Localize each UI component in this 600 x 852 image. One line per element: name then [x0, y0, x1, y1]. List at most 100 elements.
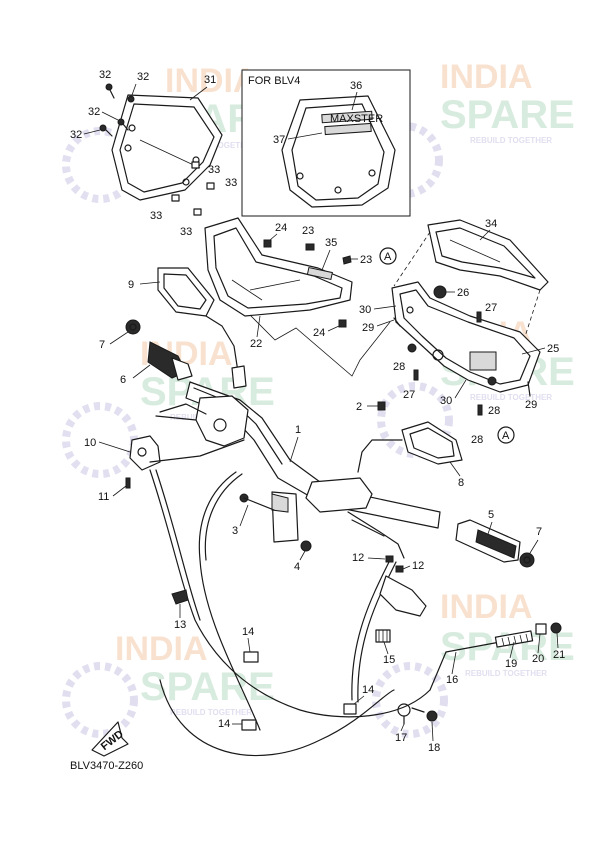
part-number-12: 12 — [412, 560, 424, 572]
part-number-14: 14 — [362, 684, 374, 696]
part-number-8: 8 — [458, 477, 464, 489]
watermark-top-right: INDIA SPARE REBUILD TOGETHER — [367, 58, 575, 198]
windscreen-31 — [111, 94, 223, 201]
grip-6 — [147, 341, 193, 381]
grip-5 — [455, 519, 521, 563]
cables — [149, 469, 447, 757]
watermark-line1: INDIA — [440, 58, 533, 96]
part-number-29: 29 — [525, 399, 537, 411]
grip-end-7-left — [125, 319, 141, 335]
part-number-23: 23 — [302, 225, 314, 237]
clip-17 — [397, 703, 411, 725]
part-number-9: 9 — [128, 279, 134, 291]
spring-15 — [375, 629, 391, 643]
mirror-8 — [357, 421, 463, 473]
part-number-28: 28 — [488, 405, 500, 417]
grip-end-7-right — [519, 552, 535, 568]
part-number-7: 7 — [99, 339, 105, 351]
part-number-11: 11 — [98, 491, 109, 503]
part-number-32: 32 — [99, 69, 111, 81]
callout-a-label: A — [384, 251, 392, 263]
part-number-15: 15 — [383, 654, 395, 666]
watermark-tagline: REBUILD TOGETHER — [170, 708, 252, 717]
clips-14 — [241, 651, 357, 731]
bracket-12 — [379, 555, 427, 617]
watermark-line1: INDIA — [440, 588, 533, 626]
watermark-line2: SPARE — [440, 625, 575, 669]
part-number-27: 27 — [403, 389, 415, 401]
part-number-30: 30 — [440, 395, 452, 407]
part-number-2: 2 — [356, 401, 362, 413]
watermark-line2: SPARE — [140, 665, 275, 709]
part-number-31: 31 — [204, 74, 216, 86]
part-number-19: 19 — [505, 658, 517, 670]
callout-a-right: A — [497, 426, 515, 444]
part-number-7: 7 — [536, 526, 542, 538]
part-number-28: 28 — [393, 361, 405, 373]
part-number-17: 17 — [395, 732, 407, 744]
front-cover-22 — [204, 217, 353, 317]
part-number-1: 1 — [295, 424, 301, 436]
part-number-35: 35 — [325, 237, 337, 249]
part-number-10: 10 — [84, 437, 96, 449]
watermark-line2: SPARE — [440, 93, 575, 137]
bolt-18 — [411, 707, 438, 722]
watermark-bottom-left: INDIA SPARE REBUILD TOGETHER — [62, 630, 275, 738]
watermark-tagline: REBUILD TOGETHER — [470, 393, 552, 402]
watermark-line1: INDIA — [115, 630, 208, 668]
part-number-34: 34 — [485, 218, 497, 230]
diagram-code: BLV3470-Z260 — [70, 760, 143, 772]
watermark-bottom-right: INDIA SPARE REBUILD TOGETHER — [372, 588, 575, 738]
inset-windscreen: MAXSTER — [281, 95, 396, 208]
grommets-28 — [407, 343, 497, 416]
inset-title: FOR BLV4 — [248, 75, 300, 87]
part-number-32: 32 — [137, 71, 149, 83]
part-number-32: 32 — [88, 106, 100, 118]
screws-32 — [99, 83, 135, 137]
watermark-tagline: REBUILD TOGETHER — [465, 669, 547, 678]
watermark-tagline: REBUILD TOGETHER — [470, 136, 552, 145]
clamp-13 — [171, 589, 189, 605]
part-number-33: 33 — [208, 164, 220, 176]
part-number-12: 12 — [352, 552, 364, 564]
part-number-26: 26 — [457, 287, 469, 299]
part-number-24: 24 — [313, 327, 325, 339]
screw-2 — [377, 401, 386, 411]
part-number-25: 25 — [547, 343, 559, 355]
clips-23-24 — [263, 239, 352, 328]
part-number-36: 36 — [350, 80, 362, 92]
rear-cover-34 — [427, 219, 549, 291]
part-number-33: 33 — [225, 177, 237, 189]
nut-4 — [300, 540, 312, 552]
screws-27 — [413, 311, 482, 381]
nuts-33 — [171, 161, 215, 216]
cable-assembly-16-19 — [445, 622, 562, 653]
part-number-3: 3 — [232, 525, 238, 537]
grommet-26 — [433, 285, 447, 299]
lever-bracket-10 — [125, 435, 245, 489]
fwd-arrow-icon: FWD — [91, 721, 129, 757]
part-number-14: 14 — [242, 626, 254, 638]
part-number-20: 20 — [532, 653, 544, 665]
part-number-18: 18 — [428, 742, 440, 754]
part-number-33: 33 — [180, 226, 192, 238]
part-number-23: 23 — [360, 254, 372, 266]
part-number-4: 4 — [294, 561, 300, 573]
part-number-5: 5 — [488, 509, 494, 521]
part-number-21: 21 — [553, 649, 565, 661]
part-number-33: 33 — [150, 210, 162, 222]
part-number-28: 28 — [471, 434, 483, 446]
part-number-6: 6 — [120, 374, 126, 386]
part-number-24: 24 — [275, 222, 287, 234]
handlebar-1 — [155, 381, 441, 559]
part-number-14: 14 — [218, 718, 230, 730]
part-number-29: 29 — [362, 322, 374, 334]
part-number-22: 22 — [250, 338, 262, 350]
part-number-37: 37 — [273, 134, 285, 146]
inset-blv4: FOR BLV4 MAXSTER 36 37 — [241, 69, 411, 217]
part-number-16: 16 — [446, 674, 458, 686]
part-number-27: 27 — [485, 302, 497, 314]
mirror-9 — [157, 267, 247, 389]
callout-a-top: A — [379, 247, 397, 265]
